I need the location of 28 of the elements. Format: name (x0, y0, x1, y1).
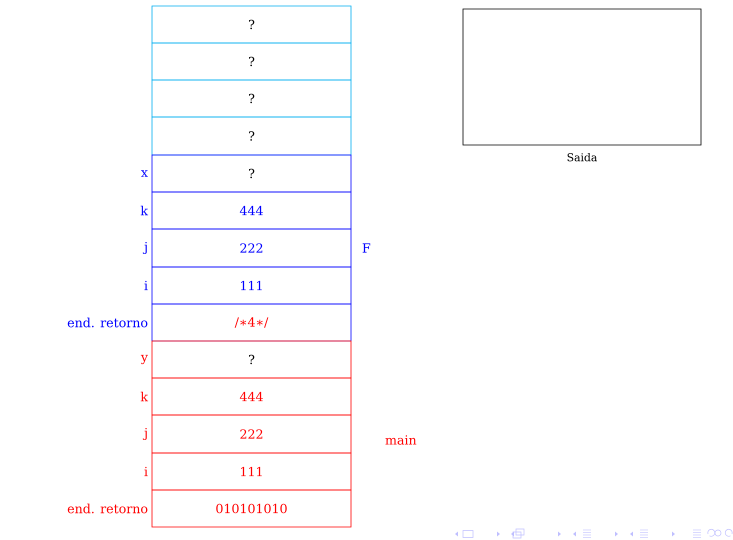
output-box (462, 8, 702, 146)
stack-cell: 222 (152, 228, 352, 268)
stack-cell: ? (152, 6, 352, 44)
variable-label: end. retorno (68, 318, 148, 328)
variable-label: x (141, 170, 148, 177)
stack-cell: ? (152, 340, 352, 378)
variable-label: y (140, 354, 148, 364)
stack-cell: 444 (152, 378, 352, 416)
stack-cell: ? (152, 116, 352, 156)
stack-cell: 111 (152, 266, 352, 304)
frame-label: F (362, 243, 370, 253)
variable-label: k (140, 206, 148, 216)
variable-label: j (142, 242, 147, 254)
stack-cell: 010101010 (152, 490, 352, 528)
stack-cell: ? (152, 80, 352, 118)
variable-label: end. retorno (68, 504, 148, 514)
stack-cell: ? (152, 154, 352, 192)
variable-label: i (144, 466, 148, 476)
stack-cell: ? (152, 42, 352, 80)
stack-cell: /∗4∗/ (152, 304, 352, 342)
stack-cell: 111 (152, 452, 352, 490)
box-caption: Saida (568, 153, 598, 162)
stack-cell: 444 (152, 192, 352, 230)
variable-label: i (144, 280, 148, 290)
variable-label: j (142, 428, 147, 440)
variable-label: k (140, 392, 148, 402)
frame-label: main (385, 435, 416, 445)
stack-cell: 222 (152, 414, 352, 454)
